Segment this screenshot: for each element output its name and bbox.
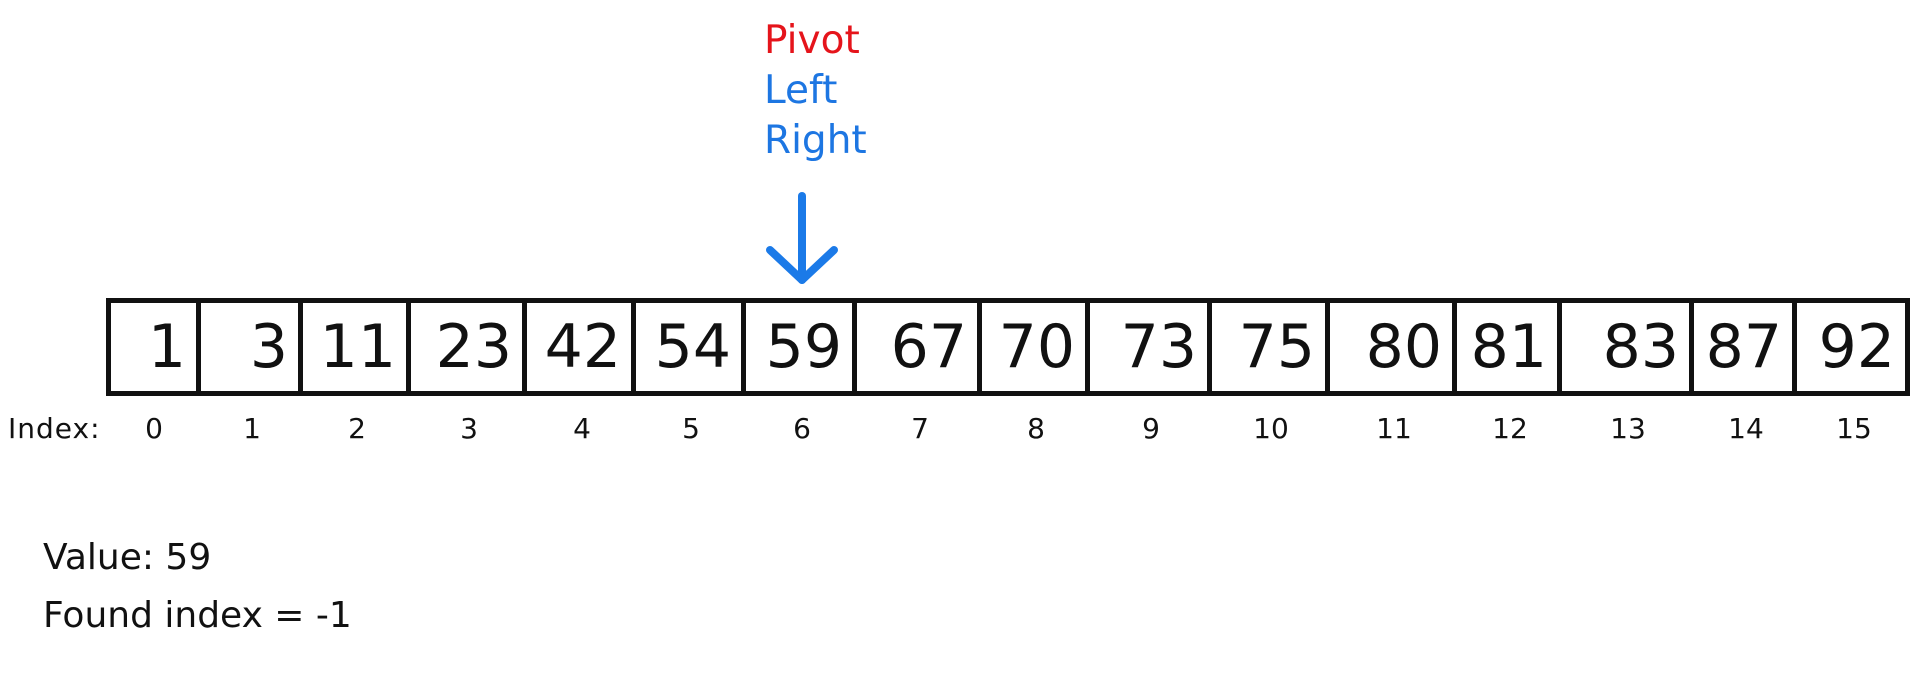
- array-cell: 70: [977, 298, 1090, 396]
- array-cell: 75: [1207, 298, 1330, 396]
- found-index-text: Found index = -1: [43, 595, 352, 636]
- down-arrow-icon: [766, 192, 838, 284]
- search-value-text: Value: 59: [43, 537, 212, 578]
- array-index-label: 12: [1492, 412, 1528, 445]
- right-label: Right: [764, 118, 867, 163]
- array-cell: 81: [1452, 298, 1562, 396]
- array-cell: 54: [631, 298, 746, 396]
- array-cell: 87: [1689, 298, 1797, 396]
- array-cell: 80: [1325, 298, 1457, 396]
- array-cell: 1: [106, 298, 201, 396]
- left-label: Left: [764, 68, 838, 113]
- array-cell: 73: [1085, 298, 1212, 396]
- array-cell: 11: [298, 298, 411, 396]
- array-index-label: 11: [1376, 412, 1412, 445]
- array-index-label: 5: [682, 412, 700, 445]
- array-index-label: 7: [911, 412, 929, 445]
- array-index-label: 10: [1253, 412, 1289, 445]
- array-cell: 3: [196, 298, 303, 396]
- array-index-label: 0: [145, 412, 163, 445]
- array-index-label: 8: [1027, 412, 1045, 445]
- index-caption: Index:: [8, 412, 101, 445]
- array-index-label: 6: [793, 412, 811, 445]
- array-cell: 83: [1557, 298, 1694, 396]
- array-cell: 23: [406, 298, 527, 396]
- array-index-label: 14: [1728, 412, 1764, 445]
- arrow-head: [766, 246, 838, 284]
- array-index-label: 9: [1142, 412, 1160, 445]
- array-cell: 42: [522, 298, 636, 396]
- array-index-label: 15: [1836, 412, 1872, 445]
- array-index-label: 13: [1610, 412, 1646, 445]
- array-cell: 59: [741, 298, 857, 396]
- array-index-label: 3: [460, 412, 478, 445]
- array-cell: 92: [1792, 298, 1910, 396]
- pivot-label: Pivot: [764, 18, 860, 63]
- array-cell: 67: [852, 298, 982, 396]
- array-index-label: 4: [573, 412, 591, 445]
- array-index-label: 1: [243, 412, 261, 445]
- array-index-label: 2: [348, 412, 366, 445]
